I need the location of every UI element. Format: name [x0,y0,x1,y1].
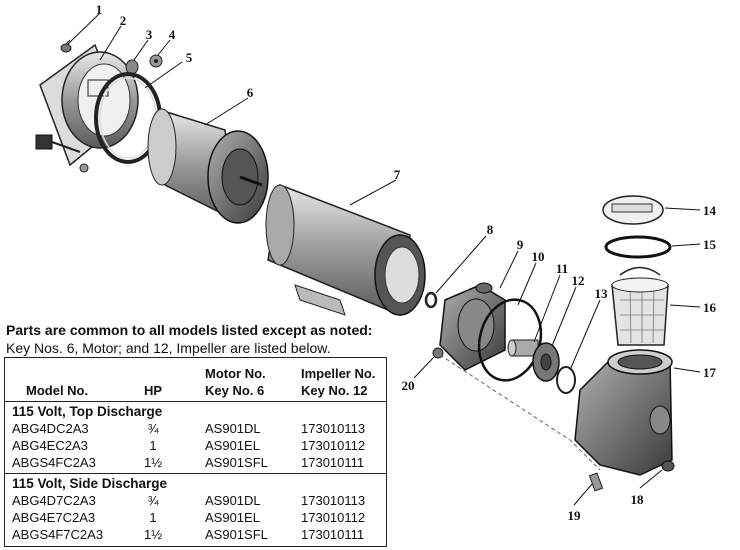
table-row: ABGS4FC2A3 1½ AS901SFL 173010111 [5,455,386,471]
callout-2: 2 [120,13,127,28]
cell-impeller: 173010113 [301,493,366,508]
cell-model: ABG4EC2A3 [12,438,88,453]
cell-hp: 1 [149,438,157,453]
cell-hp: ¾ [147,493,159,508]
cell-motor: AS901DL [205,493,261,508]
header-motor-bottom: Key No. 6 [205,383,265,398]
cell-motor: AS901SFL [205,455,268,470]
part-motor-6 [147,108,269,224]
cell-model: ABG4DC2A3 [12,421,89,436]
callout-12: 12 [572,273,585,288]
section-title: 115 Volt, Side Discharge [12,476,168,491]
cell-impeller: 173010111 [301,455,365,470]
cell-impeller: 173010113 [301,421,366,436]
part-seal-plate-9 [439,282,506,371]
cell-model: ABG4D7C2A3 [12,493,96,508]
cell-motor: AS901EL [205,510,260,525]
callout-15: 15 [703,237,717,252]
cell-impeller: 173010111 [301,527,365,542]
callout-16: 16 [703,300,717,315]
table-header-top: Motor No. Impeller No. [5,366,386,382]
part-shaft-seal-11 [507,339,539,357]
note-line-1: Parts are common to all models listed ex… [6,322,373,338]
callout-18: 18 [631,492,645,507]
callout-19: 19 [568,508,582,523]
callout-4: 4 [169,27,176,42]
part-seal-8 [424,291,438,309]
note-line-2: Key Nos. 6, Motor; and 12, Impeller are … [6,340,331,356]
table-header-bottom: Model No. HP Key No. 6 Key No. 12 [5,383,386,399]
cell-impeller: 173010112 [301,438,366,453]
cell-motor: AS901SFL [205,527,268,542]
table-divider [5,401,386,402]
part-diffuser-13 [556,366,576,394]
cell-model: ABGS4FC2A3 [12,455,96,470]
header-impeller-bottom: Key No. 12 [301,383,368,398]
cell-motor: AS901DL [205,421,261,436]
callout-5: 5 [186,50,193,65]
callout-1: 1 [96,2,103,17]
callout-11: 11 [556,261,568,276]
table-divider [5,473,386,474]
table-row: ABG4DC2A3 ¾ AS901DL 173010113 [5,421,386,437]
part-switch-4 [149,54,163,68]
part-motor-housing-7 [265,183,426,317]
callout-3: 3 [146,27,153,42]
callout-10: 10 [532,249,545,264]
cell-hp: 1½ [143,455,163,470]
callout-9: 9 [517,237,524,252]
header-model: Model No. [26,383,89,398]
part-lid-14 [602,195,664,225]
part-screw-1 [60,39,72,53]
callout-7: 7 [394,167,401,182]
part-basket-16 [611,266,669,346]
callout-8: 8 [487,222,494,237]
leader-lines [67,13,701,506]
part-bushing-3 [125,59,139,75]
section-title: 115 Volt, Top Discharge [12,404,163,419]
part-impeller-12 [532,342,560,382]
table-row: ABG4E7C2A3 1 AS901EL 173010112 [5,510,386,526]
part-pump-body-17 [574,349,673,476]
table-row: ABG4D7C2A3 ¾ AS901DL 173010113 [5,493,386,509]
model-table: Motor No. Impeller No. Model No. HP Key … [4,357,387,547]
cell-impeller: 173010112 [301,510,366,525]
header-impeller-top: Impeller No. [301,366,376,381]
callout-14: 14 [703,203,717,218]
part-lid-o-ring-15 [604,235,672,259]
table-row: ABG4EC2A3 1 AS901EL 173010112 [5,438,386,454]
part-drain-plug-18 [661,460,675,472]
cell-motor: AS901EL [205,438,260,453]
header-hp: HP [143,383,163,398]
cell-hp: 1 [149,510,157,525]
table-row: ABGS4F7C2A3 1½ AS901SFL 173010111 [5,527,386,543]
cell-model: ABGS4F7C2A3 [12,527,104,542]
part-bolt-19 [588,472,604,492]
header-motor-top: Motor No. [205,366,266,381]
part-end-cover-2 [35,43,139,173]
callout-17: 17 [703,365,717,380]
assembly-guide-line [439,354,601,471]
callout-20: 20 [402,378,415,393]
cell-model: ABG4E7C2A3 [12,510,96,525]
cell-hp: ¾ [147,421,159,436]
parts-note: Parts are common to all models listed ex… [6,321,406,357]
callout-13: 13 [595,286,609,301]
cell-hp: 1½ [143,527,163,542]
callout-6: 6 [247,85,254,100]
